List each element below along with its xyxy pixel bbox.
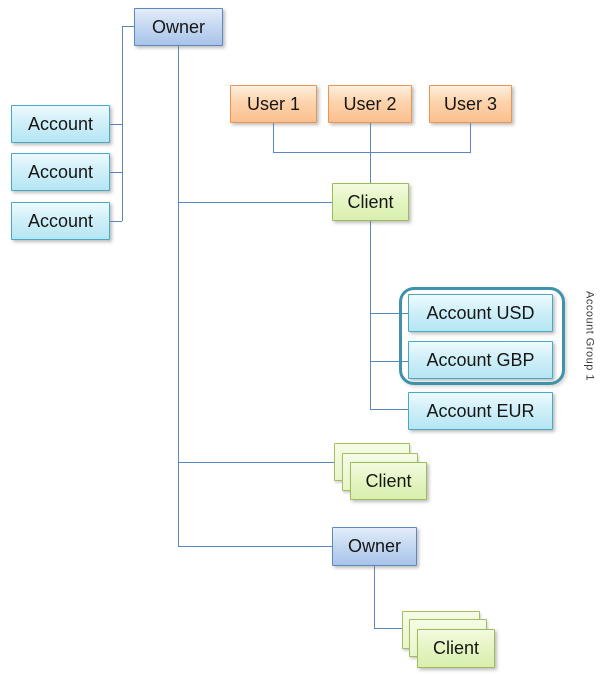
node-account-3: Account (11, 202, 110, 240)
node-account-gbp: Account GBP (408, 341, 553, 379)
node-owner-top: Owner (134, 8, 223, 46)
connector-line (370, 361, 408, 362)
connector-line (273, 123, 274, 153)
connector-line (110, 124, 122, 125)
connector-line (374, 628, 402, 629)
node-user-3: User 3 (429, 85, 512, 123)
connector-line (273, 152, 471, 153)
node-client-stack: Client (350, 462, 427, 500)
node-user-2: User 2 (328, 85, 412, 123)
connector-line (178, 46, 179, 547)
connector-line (110, 172, 122, 173)
connector-line (178, 202, 332, 203)
node-user-1: User 1 (230, 85, 317, 123)
connector-line (370, 123, 371, 183)
connector-line (370, 409, 408, 410)
node-account-1: Account (11, 105, 110, 143)
connector-line (178, 546, 332, 547)
node-client-stack-bottom: Client (417, 629, 495, 668)
connector-line (374, 566, 375, 629)
account-group-label: Account Group 1 (583, 290, 596, 382)
connector-line (110, 221, 122, 222)
connector-line (370, 313, 408, 314)
connector-line (122, 26, 123, 221)
node-account-2: Account (11, 153, 110, 191)
connector-line (178, 462, 335, 463)
node-owner-bottom: Owner (332, 527, 417, 566)
node-client-top: Client (332, 183, 409, 221)
connector-line (370, 221, 371, 410)
connector-line (122, 26, 134, 27)
connector-line (470, 123, 471, 153)
node-account-usd: Account USD (408, 294, 553, 332)
node-account-eur: Account EUR (408, 392, 553, 430)
account-group-outline (399, 287, 565, 385)
